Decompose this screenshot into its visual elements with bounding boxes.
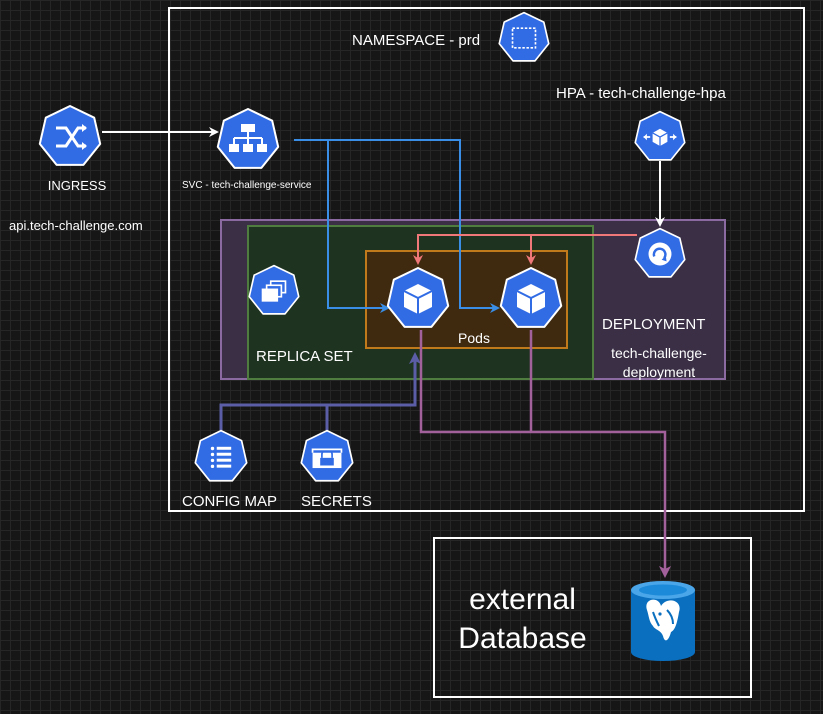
service-label: SVC - tech-challenge-service xyxy=(182,180,312,191)
hpa-label: HPA - tech-challenge-hpa xyxy=(556,85,726,102)
hpa-icon xyxy=(634,110,686,161)
replicaset-label: REPLICA SET xyxy=(256,348,353,365)
deployment-name: tech-challenge-deployment xyxy=(611,345,707,380)
namespace-box xyxy=(168,7,805,512)
pods-label: Pods xyxy=(458,330,490,346)
secret-icon xyxy=(300,429,354,482)
secrets-label: SECRETS xyxy=(301,493,372,510)
service-to-pod-1-edge xyxy=(294,139,390,313)
configmap-label: CONFIG MAP xyxy=(182,493,278,510)
deployment-label: DEPLOYMENT xyxy=(602,316,706,333)
pods-to-database-edge xyxy=(419,330,671,578)
configmap-to-pod-edge xyxy=(219,352,421,430)
service-icon xyxy=(216,108,280,169)
database-box xyxy=(433,537,752,698)
ingress-label: INGRESS xyxy=(47,178,107,193)
replicaset-icon xyxy=(248,264,300,315)
service-to-pod-2-edge xyxy=(328,139,500,313)
deployment-to-pod-1-edge xyxy=(413,234,637,265)
ingress-host: api.tech-challenge.com xyxy=(9,218,143,233)
postgresql-icon xyxy=(631,581,695,661)
deployment-icon xyxy=(634,227,686,278)
namespace-icon xyxy=(498,11,550,62)
ingress-icon xyxy=(38,105,102,166)
pod-2-icon xyxy=(499,267,563,328)
pod-1-icon xyxy=(386,267,450,328)
configmap-icon xyxy=(194,429,248,482)
database-label: external Database xyxy=(458,583,587,655)
namespace-label: NAMESPACE - prd xyxy=(352,32,481,49)
